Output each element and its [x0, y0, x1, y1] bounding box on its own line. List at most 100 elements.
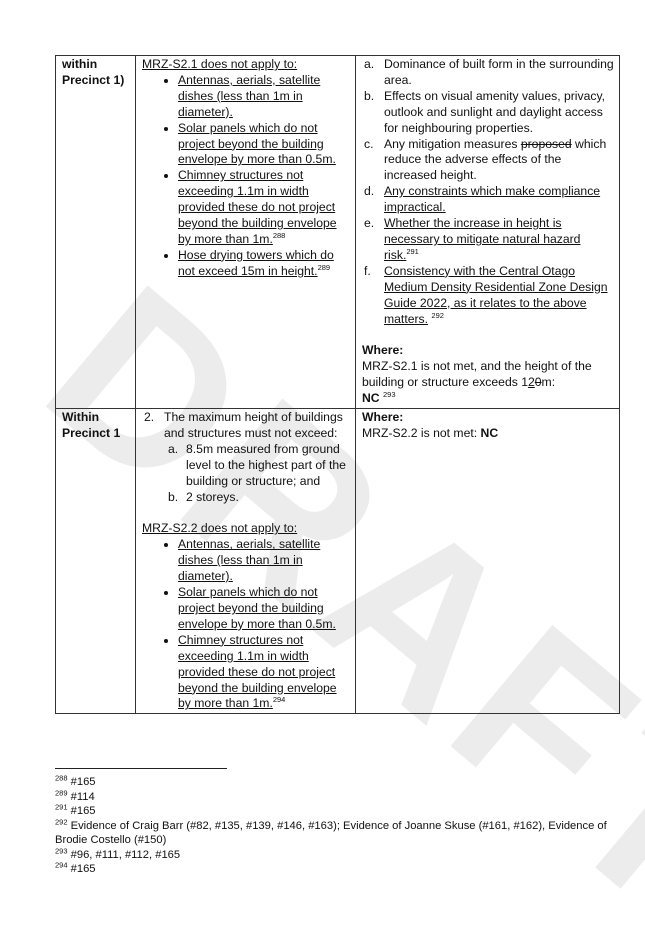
status-text: NC	[480, 425, 499, 440]
item-text: Whether the increase in height is necess…	[384, 216, 581, 262]
item-text: Solar panels which do not project beyond…	[178, 585, 336, 631]
item-letter: d.	[364, 184, 375, 199]
list-item: b. Effects on visual amenity values, priv…	[362, 89, 614, 137]
footnote-text: Evidence of Craig Barr (#82, #135, #139,…	[55, 819, 607, 847]
standard-cell: MRZ-S2.1 does not apply to: Antennas, ae…	[135, 54, 356, 410]
item-text: Effects on visual amenity values, privac…	[384, 88, 606, 135]
exemption-intro: MRZ-S2.1 does not apply to:	[142, 57, 298, 71]
item-text: Hose drying towers which do not exceed 1…	[178, 247, 334, 278]
standards-table: within Precinct 1) MRZ-S2.1 does not app…	[55, 54, 620, 715]
footnote-ref[interactable]: 294	[272, 695, 286, 705]
list-item: Chimney structures not exceeding 1.1m in…	[178, 633, 350, 713]
table-row: Within Precinct 1 2. The maximum height o…	[55, 408, 620, 715]
condition-text: m:	[541, 375, 556, 390]
footnote-ref[interactable]: 289	[317, 262, 331, 272]
item-text: Any constraints which make compliance im…	[384, 184, 601, 215]
deleted-text: 0	[534, 375, 542, 390]
footnote-text: #96, #111, #112, #165	[70, 848, 181, 861]
item-letter: a.	[364, 57, 375, 71]
item-text: Any mitigation measures	[384, 136, 521, 151]
list-item: a. Dominance of built form in the surroun…	[362, 57, 614, 89]
row-label-cell: Within Precinct 1	[55, 408, 136, 715]
item-text: Antennas, aerials, satellite dishes (les…	[178, 72, 321, 119]
deleted-text: proposed	[520, 136, 572, 151]
clause-number: 2.	[144, 410, 155, 425]
footnote-number: 294	[55, 860, 68, 870]
row-label: Precinct 1)	[62, 72, 125, 87]
footnote-text: #114	[70, 790, 95, 803]
where-condition: MRZ-S2.2 is not met: NC	[362, 426, 614, 442]
list-item: Solar panels which do not project beyond…	[178, 121, 350, 169]
item-text: 2 storeys.	[186, 489, 239, 504]
matters-cell: a. Dominance of built form in the surroun…	[355, 54, 620, 410]
footnote: 292 Evidence of Craig Barr (#82, #135, #…	[55, 818, 615, 848]
item-letter: b.	[168, 489, 179, 504]
standard-cell: 2. The maximum height of buildings and st…	[135, 408, 356, 715]
item-letter: a.	[168, 441, 179, 456]
row-label: within	[62, 57, 98, 71]
clause-text: The maximum height of buildings and stru…	[164, 410, 343, 440]
table-row: within Precinct 1) MRZ-S2.1 does not app…	[55, 54, 620, 410]
list-item: c. Any mitigation measures proposed which…	[362, 137, 614, 185]
row-label: Precinct 1	[62, 425, 121, 440]
exemption-list: Antennas, aerials, satellite dishes (les…	[142, 73, 350, 280]
footnote: 293 #96, #111, #112, #165	[55, 845, 615, 863]
footnote-ref[interactable]: 293	[383, 390, 396, 400]
footnote: 294 #165	[55, 860, 615, 877]
footnote-text: #165	[70, 776, 96, 788]
item-text: Solar panels which do not project beyond…	[178, 120, 336, 167]
footnote: 289 #114	[55, 787, 615, 805]
exemption-list: Antennas, aerials, satellite dishes (les…	[142, 537, 350, 712]
footnote-text: #165	[70, 863, 96, 875]
list-item: d. Any constraints which make compliance …	[362, 184, 614, 216]
footnote-number: 289	[55, 787, 68, 797]
item-text: which reduce the adverse effects of the …	[384, 136, 607, 183]
condition-text: MRZ-S2.1 is not met, and the height of t…	[362, 359, 592, 390]
row-label-cell: within Precinct 1)	[55, 54, 136, 410]
list-item: f. Consistency with the Central Otago Med…	[362, 264, 614, 328]
footnote-number: 293	[55, 845, 68, 855]
item-text: Dominance of built form in the surroundi…	[384, 57, 614, 87]
list-item: Hose drying towers which do not exceed 1…	[178, 248, 350, 280]
footnote-number: 288	[55, 773, 68, 783]
standard-clause: 2. The maximum height of buildings and st…	[142, 410, 350, 442]
list-item: Antennas, aerials, satellite dishes (les…	[178, 73, 350, 121]
inserted-text: 2	[527, 375, 535, 390]
exemption-intro: MRZ-S2.2 does not apply to:	[142, 521, 298, 536]
matters-cell: Where: MRZ-S2.2 is not met: NC	[355, 408, 620, 715]
where-label: Where:	[362, 410, 404, 425]
item-text: Consistency with the Central Otago Mediu…	[384, 263, 608, 326]
item-letter: c.	[364, 136, 374, 151]
item-text: Chimney structures not exceeding 1.1m in…	[178, 632, 337, 711]
where-label: Where:	[362, 343, 404, 358]
list-item: Chimney structures not exceeding 1.1m in…	[178, 168, 350, 248]
list-item: a. 8.5m measured from ground level to the…	[164, 442, 350, 490]
list-item: b. 2 storeys.	[164, 490, 350, 506]
item-letter: b.	[364, 88, 375, 103]
footnote-ref[interactable]: 288	[272, 230, 286, 240]
row-label: Within	[62, 410, 100, 425]
list-item: Solar panels which do not project beyond…	[178, 585, 350, 633]
where-condition: MRZ-S2.1 is not met, and the height of t…	[362, 359, 614, 391]
status-text: NC	[362, 391, 380, 406]
item-text: Chimney structures not exceeding 1.1m in…	[178, 168, 337, 246]
footnote-number: 291	[55, 802, 68, 812]
item-text: 8.5m measured from ground level to the h…	[186, 441, 346, 488]
item-letter: f.	[364, 263, 371, 278]
footnote-ref[interactable]: 292	[431, 310, 444, 320]
footnote: 288 #165	[55, 773, 615, 790]
matters-list: a. Dominance of built form in the surroun…	[362, 57, 614, 327]
footnotes: 288 #165 289 #114 291 #165 292 Evidence …	[55, 773, 615, 877]
activity-status: NC 293	[362, 391, 614, 407]
footnote: 291 #165	[55, 802, 615, 819]
item-text: Antennas, aerials, satellite dishes (les…	[178, 537, 321, 584]
clause-sublist: a. 8.5m measured from ground level to the…	[142, 442, 350, 506]
footnote-separator	[55, 768, 227, 769]
condition-text: MRZ-S2.2 is not met:	[362, 425, 481, 440]
footnote-text: #165	[70, 805, 96, 817]
list-item: e. Whether the increase in height is nece…	[362, 216, 614, 264]
item-letter: e.	[364, 216, 375, 231]
list-item: Antennas, aerials, satellite dishes (les…	[178, 537, 350, 585]
footnote-ref[interactable]: 291	[406, 246, 419, 256]
